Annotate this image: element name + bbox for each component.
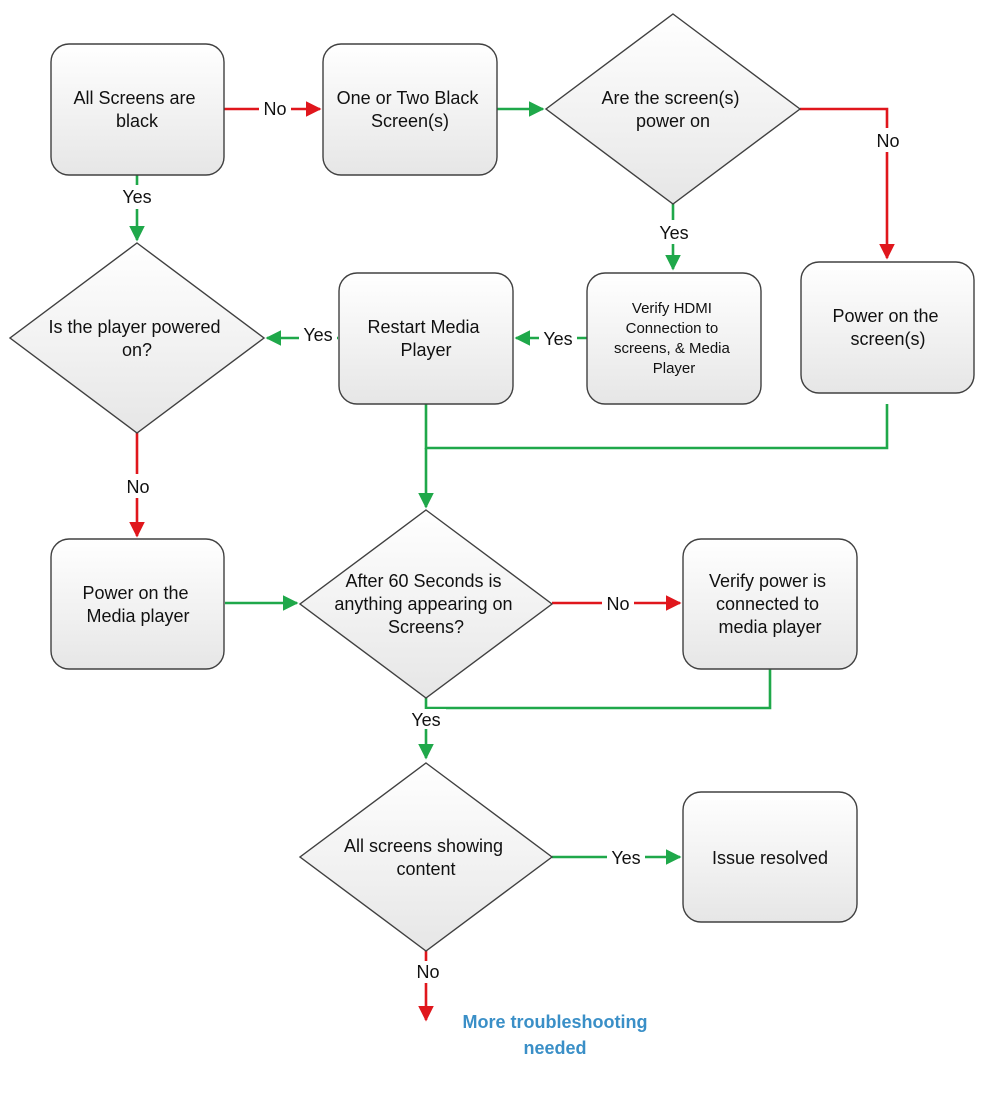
node-label: Media player — [86, 606, 189, 626]
edge-label-yes: Yes — [411, 710, 440, 730]
node-label: on? — [122, 340, 152, 360]
node-label: Verify power is — [709, 571, 826, 591]
node-restart-media-player: Restart Media Player — [338, 272, 514, 405]
svg-text:All screens showing cont: All screens showing content — [344, 836, 508, 879]
svg-text:Power on the Media playe: Power on the Media player — [82, 583, 193, 626]
node-label: Restart Media — [367, 317, 480, 337]
edge-label-yes: Yes — [611, 848, 640, 868]
node-label: Power on the — [82, 583, 188, 603]
node-label: Connection to — [626, 320, 719, 337]
final-note-line-1: More troubleshooting — [463, 1012, 648, 1032]
svg-text:Power on the screen(s): Power on the screen(s) — [832, 306, 943, 349]
edge-label-yes: Yes — [659, 223, 688, 243]
node-label: Screen(s) — [371, 111, 449, 131]
final-note-line-2: needed — [523, 1038, 586, 1058]
node-verify-power-connected: Verify power is connected to media playe… — [682, 538, 858, 670]
node-label: media player — [718, 617, 821, 637]
node-label: screens, & Media — [614, 340, 731, 357]
svg-text:Restart Media Player: Restart Media Player — [367, 317, 484, 360]
node-label: All screens showing — [344, 836, 503, 856]
edge-label-no: No — [876, 131, 899, 151]
edge-all-showing-no: No — [410, 951, 442, 1022]
node-label: black — [116, 111, 159, 131]
node-label: Are the screen(s) — [601, 88, 739, 108]
node-label: Power on the — [832, 306, 938, 326]
node-power-on-screens: Power on the screen(s) — [800, 261, 975, 394]
svg-text:Is the player powered on: Is the player powered on? — [48, 317, 225, 360]
edge-label-yes: Yes — [122, 187, 151, 207]
edge-label-no: No — [416, 962, 439, 982]
edge-screens-power-yes: Yes — [655, 204, 693, 271]
node-label: Verify HDMI — [632, 300, 712, 317]
edge-label-no: No — [263, 99, 286, 119]
node-label: screen(s) — [850, 329, 925, 349]
svg-text:After 60 Seconds is anyt: After 60 Seconds is anything appearing o… — [334, 571, 517, 637]
node-label: connected to — [716, 594, 819, 614]
edge-all-black-yes: Yes — [118, 175, 156, 242]
node-verify-hdmi: Verify HDMI Connection to screens, & Med… — [586, 272, 762, 405]
svg-text:Verify HDMI Connection t: Verify HDMI Connection to screens, & Med… — [614, 300, 734, 377]
node-player-powered-decision: Is the player powered on? — [8, 242, 266, 434]
node-label: content — [396, 859, 455, 879]
node-all-screens-black: All Screens are black — [50, 43, 225, 176]
edge-label-yes: Yes — [303, 325, 332, 345]
edge-hdmi-yes: Yes — [514, 326, 587, 350]
node-label: Screens? — [388, 617, 464, 637]
node-screens-powered-decision: Are the screen(s) power on — [544, 13, 802, 205]
edge-label-no: No — [126, 477, 149, 497]
edge-all-showing-yes: Yes — [552, 845, 682, 869]
node-label: power on — [636, 111, 710, 131]
edge-verify-power-return — [426, 669, 772, 710]
node-label: After 60 Seconds is — [345, 571, 501, 591]
edge-label-no: No — [606, 594, 629, 614]
node-all-screens-showing-decision: All screens showing content — [298, 762, 554, 952]
node-power-on-media-player: Power on the Media player — [50, 538, 225, 670]
node-label: Player — [400, 340, 451, 360]
svg-text:Are the screen(s) power: Are the screen(s) power on — [601, 88, 744, 131]
svg-text:Verify power is connecte: Verify power is connected to media playe… — [709, 571, 831, 637]
edge-restart-yes: Yes — [265, 322, 338, 346]
node-label: Issue resolved — [712, 848, 828, 868]
node-issue-resolved: Issue resolved — [682, 791, 858, 923]
node-label: All Screens are — [73, 88, 195, 108]
node-label: One or Two Black — [337, 88, 480, 108]
edge-after-60-no: No — [552, 591, 682, 615]
node-label: Is the player powered — [48, 317, 220, 337]
edge-all-black-no: No — [224, 96, 322, 120]
edge-into-after-60 — [418, 404, 889, 509]
edge-after-60-yes: Yes — [406, 698, 446, 760]
node-one-two-black-screens: One or Two Black Screen(s) — [322, 43, 498, 176]
svg-text:All Screens are black: All Screens are black — [73, 88, 200, 131]
node-label: Player — [653, 360, 696, 377]
node-label: anything appearing on — [334, 594, 512, 614]
final-note: More troubleshooting needed — [463, 1012, 648, 1058]
edge-label-yes: Yes — [543, 329, 572, 349]
edge-player-powered-no: No — [121, 433, 153, 538]
svg-text:One or Two Black Screen(: One or Two Black Screen(s) — [337, 88, 484, 131]
edge-screens-power-no: No — [800, 107, 903, 260]
node-after-60-seconds-decision: After 60 Seconds is anything appearing o… — [298, 509, 554, 699]
